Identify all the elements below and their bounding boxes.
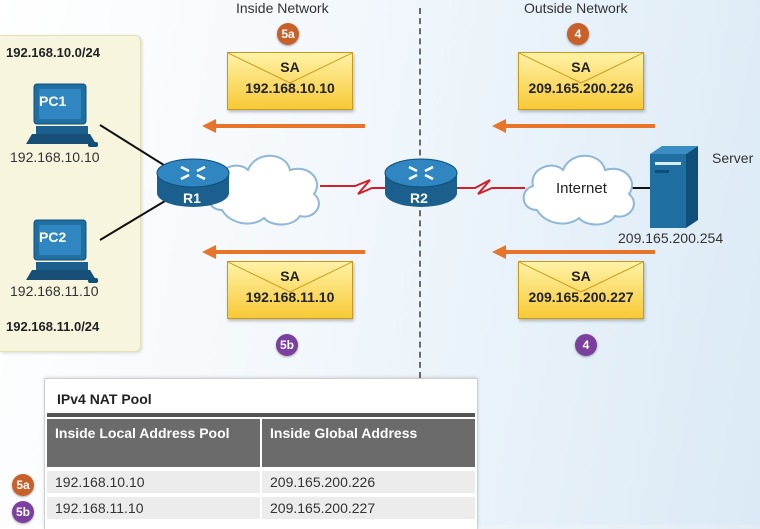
packet-sa-ip: 209.165.200.227 <box>528 289 634 305</box>
envelope-flap-icon <box>228 53 352 84</box>
network-links <box>99 124 650 241</box>
packet-sa-label: SA <box>571 59 591 75</box>
server-label: Server <box>712 150 754 166</box>
subnet-label-2: 192.168.11.0/24 <box>6 319 100 334</box>
nat-pool-table: IPv4 NAT Pool Inside Local Address Pool … <box>44 378 478 529</box>
packet-sa-ip: 209.165.200.226 <box>528 80 634 96</box>
arrow-left-icon <box>492 245 655 259</box>
r1-label: R1 <box>183 190 201 206</box>
arrow-left-icon <box>202 119 365 133</box>
packet-sa-label: SA <box>280 59 300 75</box>
table-cell-local: 192.168.10.10 <box>47 471 260 493</box>
packet-envelope-4-bottom: SA 209.165.200.227 <box>518 261 644 319</box>
subnet-label-1: 192.168.10.0/24 <box>6 45 100 60</box>
arrow-left-icon <box>492 119 655 133</box>
r2-router-icon[interactable] <box>383 155 459 211</box>
envelope-flap-icon <box>519 53 643 84</box>
packet-envelope-5a: SA 192.168.10.10 <box>227 52 353 110</box>
pc2-ip: 192.168.11.10 <box>10 283 99 299</box>
col-header-local: Inside Local Address Pool <box>47 419 260 467</box>
step-badge-5b-bottom: 5b <box>276 334 298 356</box>
outside-network-label: Outside Network <box>524 0 628 16</box>
serial-link-r1-r2 <box>320 179 395 195</box>
row-badge-5a: 5a <box>12 474 34 496</box>
table-cell-global: 209.165.200.227 <box>262 497 475 519</box>
pc2-computer-icon[interactable] <box>26 218 106 286</box>
pc1-computer-icon[interactable] <box>26 82 106 150</box>
envelope-flap-icon <box>228 262 352 293</box>
table-cell-local: 192.168.11.10 <box>47 497 260 519</box>
inside-network-label: Inside Network <box>236 0 329 16</box>
packet-sa-ip: 192.168.10.10 <box>245 80 335 96</box>
packet-sa-ip: 192.168.11.10 <box>245 289 335 305</box>
step-badge-4-top: 4 <box>567 23 589 45</box>
nat-title-rule <box>47 413 475 417</box>
col-header-global: Inside Global Address <box>262 419 475 467</box>
arrow-left-icon <box>202 245 365 259</box>
pc2-name: PC2 <box>39 229 67 245</box>
row-badge-5b: 5b <box>12 501 34 523</box>
r2-label: R2 <box>410 190 428 206</box>
internet-label: Internet <box>556 180 607 197</box>
packet-envelope-5b: SA 192.168.11.10 <box>227 261 353 319</box>
serial-link-r2-internet <box>450 179 525 195</box>
server-icon[interactable] <box>646 144 702 230</box>
pc1-ip: 192.168.10.10 <box>10 149 100 165</box>
envelope-flap-icon <box>519 262 643 293</box>
r1-router-icon[interactable] <box>155 155 231 211</box>
link-pc1-r1 <box>99 124 176 173</box>
step-badge-4-bottom: 4 <box>575 334 597 356</box>
step-badge-5a-top: 5a <box>277 23 299 45</box>
server-ip: 209.165.200.254 <box>618 230 724 246</box>
packet-envelope-4-top: SA 209.165.200.226 <box>518 52 644 110</box>
table-cell-global: 209.165.200.226 <box>262 471 475 493</box>
link-pc2-r1 <box>99 194 176 241</box>
nat-pool-title: IPv4 NAT Pool <box>57 391 152 407</box>
packet-sa-label: SA <box>280 268 300 284</box>
packet-sa-label: SA <box>571 268 591 284</box>
internet-cloud-icon <box>522 154 635 226</box>
pc1-name: PC1 <box>39 93 67 109</box>
